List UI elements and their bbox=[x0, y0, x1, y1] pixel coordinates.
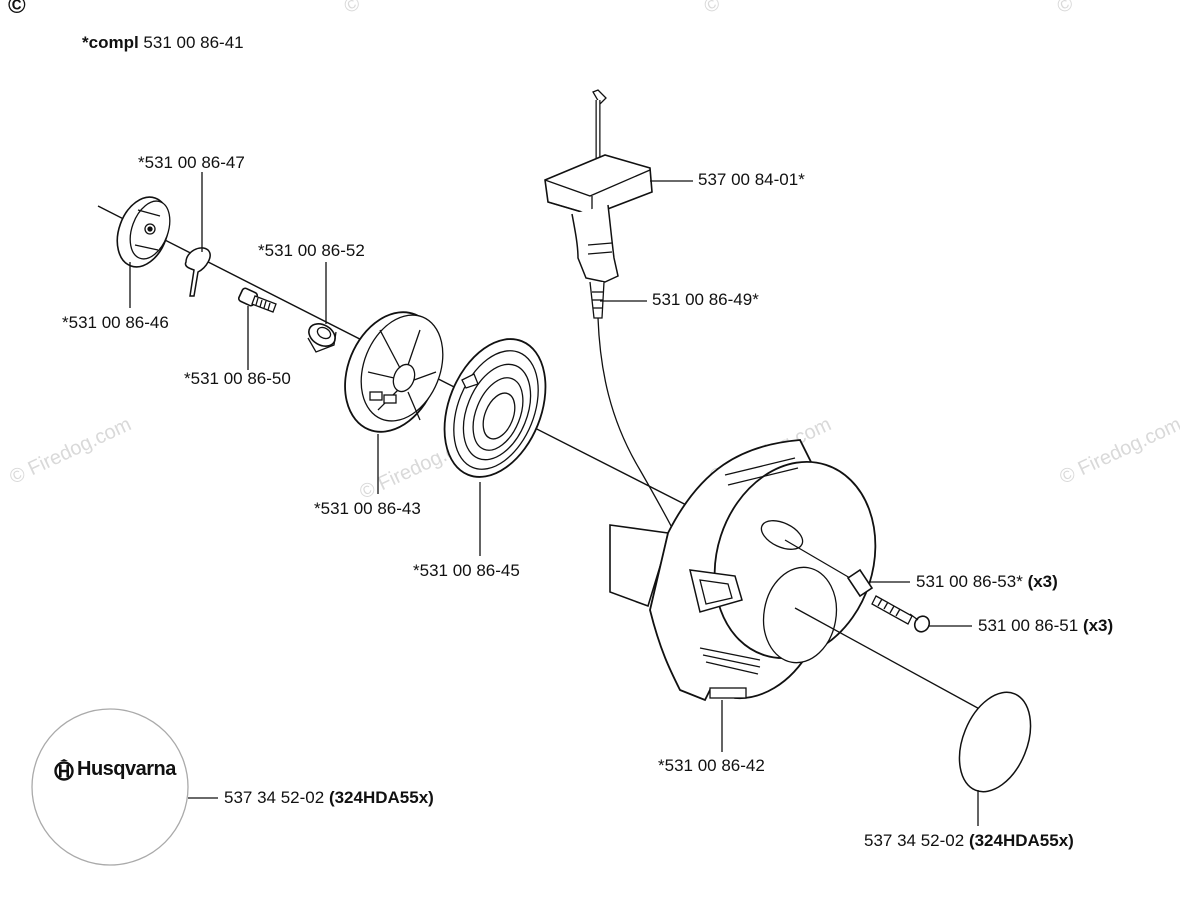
part-label-46: *531 00 86-46 bbox=[62, 313, 169, 332]
decal-axis-line bbox=[794, 607, 986, 713]
decal-disc-part bbox=[958, 691, 1032, 793]
part-51-qty: (x3) bbox=[1082, 616, 1114, 635]
model-decal-circle bbox=[31, 708, 189, 866]
housing-screw-part bbox=[871, 595, 931, 633]
part-53-number: 531 00 86-53* bbox=[916, 572, 1023, 591]
part-label-53: 531 00 86-53* (x3) bbox=[916, 573, 1058, 590]
recoil-spring-part bbox=[443, 338, 547, 478]
part-label-rope: 531 00 86-49* bbox=[652, 290, 759, 309]
circlip-part bbox=[184, 247, 211, 297]
part-label-45: *531 00 86-45 bbox=[413, 561, 520, 580]
part-53-qty: (x3) bbox=[1027, 572, 1058, 591]
husqvarna-logo: Husqvarna bbox=[54, 758, 176, 781]
decal-model: (324HDA55x) bbox=[328, 788, 434, 807]
bushing-part bbox=[307, 323, 337, 353]
part-51-number: 531 00 86-51 bbox=[978, 616, 1079, 635]
pulley-carrier-part bbox=[116, 196, 171, 268]
decal-number: 537 34 52-02 bbox=[224, 788, 325, 807]
copyright-symbol: © bbox=[8, 0, 26, 19]
part-label-42: *531 00 86-42 bbox=[658, 756, 765, 775]
spacer-sleeve-part bbox=[784, 539, 874, 598]
starter-handle-part bbox=[544, 89, 653, 319]
complete-assembly-label: *compl 531 00 86-41 bbox=[82, 34, 244, 51]
part-label-47: *531 00 86-47 bbox=[138, 153, 245, 172]
decal-2-number: 537 34 52-02 bbox=[864, 831, 965, 850]
compl-number: 531 00 86-41 bbox=[143, 33, 244, 52]
husqvarna-wordmark: Husqvarna bbox=[77, 758, 176, 780]
decal-2-model: (324HDA55x) bbox=[968, 831, 1074, 850]
part-label-decal: 537 34 52-02 (324HDA55x) bbox=[224, 789, 434, 806]
rope-pulley-part bbox=[344, 311, 444, 433]
starter-housing-part bbox=[609, 439, 877, 702]
screw-part bbox=[237, 287, 277, 313]
part-label-decal-2: 537 34 52-02 (324HDA55x) bbox=[864, 832, 1074, 849]
part-label-51: 531 00 86-51 (x3) bbox=[978, 617, 1113, 634]
husqvarna-crown-icon bbox=[54, 758, 74, 781]
compl-prefix: *compl bbox=[82, 33, 139, 52]
part-label-handle: 537 00 84-01* bbox=[698, 170, 805, 189]
part-label-52: *531 00 86-52 bbox=[258, 241, 365, 260]
part-label-43: *531 00 86-43 bbox=[314, 499, 421, 518]
part-label-50: *531 00 86-50 bbox=[184, 369, 291, 388]
